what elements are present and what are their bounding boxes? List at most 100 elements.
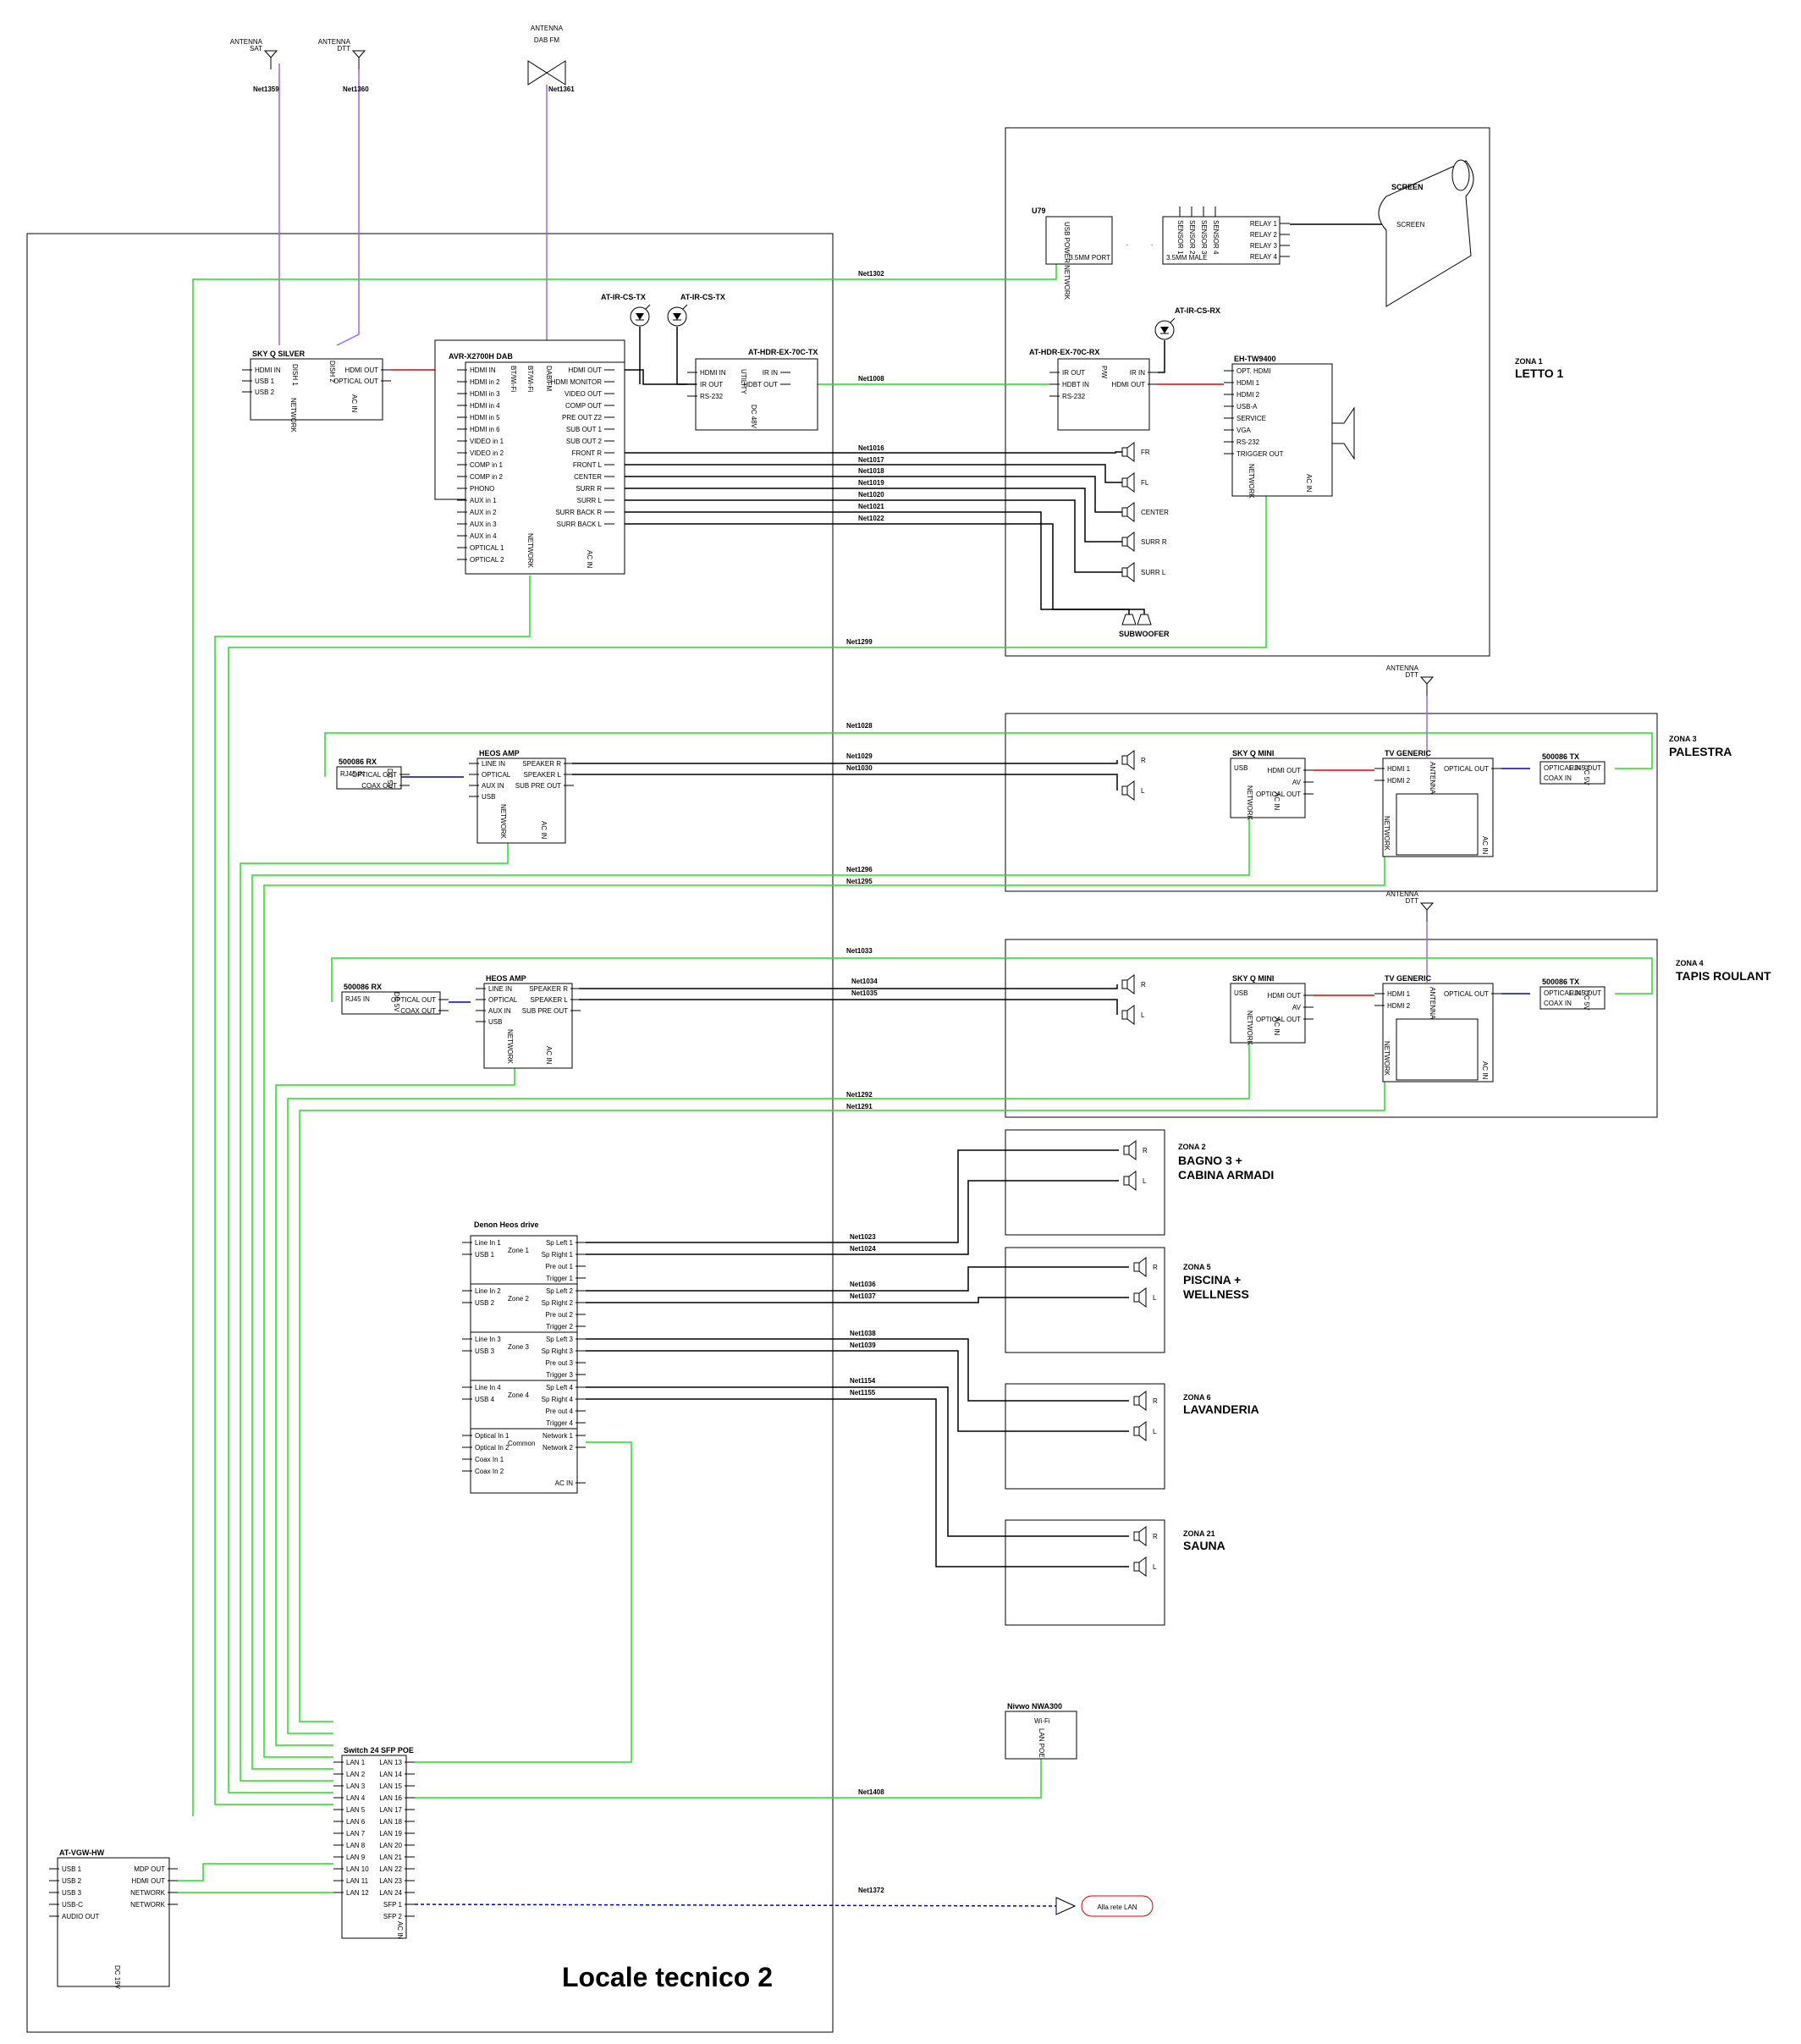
- speaker-small-6-icon: [1133, 1531, 1140, 1541]
- tv3-network: NETWORK: [1383, 816, 1391, 851]
- wire-net1033: [331, 957, 1653, 1002]
- speaker-small-4-icon: [1133, 1396, 1140, 1406]
- tx3-optin: OPTICAL IN: [1544, 764, 1581, 772]
- antenna-sat-icon: [263, 50, 278, 58]
- speaker-z1-0-icon-label: FR: [1141, 449, 1150, 456]
- switch-acin: AC IN: [396, 1921, 404, 1940]
- speaker-small-4-icon-cone: [1138, 1391, 1147, 1411]
- speaker-z1-3-icon-label: SURR R: [1141, 538, 1167, 546]
- avr-right-pin-label: SURR BACK R: [555, 509, 602, 516]
- relay-right-pin-label: RELAY 2: [1250, 231, 1278, 239]
- speaker-z4-l-icon: [1121, 1010, 1128, 1020]
- switch-left-pin-label: LAN 11: [346, 1877, 369, 1885]
- wire-heos4-net: [275, 1068, 515, 1746]
- speaker-z1-2-icon-label: CENTER: [1141, 509, 1169, 516]
- zone-2-name-line1: BAGNO 3 +: [1178, 1154, 1242, 1167]
- speaker-z4-l-icon-cone: [1126, 1005, 1135, 1025]
- switch-left-pin-label: LAN 2: [346, 1771, 366, 1778]
- wire-net1030: [572, 774, 1118, 791]
- wire-net1029: [572, 760, 1118, 764]
- heosdrive-right-1-pin-label: Sp Right 2: [542, 1299, 574, 1307]
- heosdrive-right-0-pin-label: Sp Right 1: [542, 1251, 574, 1259]
- wire-net1034: [579, 984, 1118, 989]
- speaker-small-2-icon-cone: [1138, 1257, 1147, 1277]
- hdr-tx: [695, 358, 818, 431]
- speaker-small-3-icon: [1133, 1292, 1140, 1303]
- heos-drive-group-3: [470, 1380, 578, 1430]
- speaker-small-6-icon-cone: [1138, 1526, 1147, 1546]
- vgw-right-pin-label: HDMI OUT: [131, 1877, 165, 1885]
- rx3-right-pin-label: OPTICAL OUT: [352, 771, 397, 779]
- proj-left-pin-label: SERVICE: [1236, 415, 1266, 422]
- lan-ext-box: [1081, 1895, 1154, 1917]
- switch-right-pin-label: LAN 17: [379, 1806, 402, 1814]
- net-1033: Net1033: [846, 947, 873, 955]
- antenna-dtt-icon-label: ANTENNA: [318, 38, 351, 46]
- avr-right-pin-label: SURR R: [576, 485, 602, 493]
- proj-left-pin-label: OPT. HDMI: [1236, 367, 1270, 375]
- heos-drive-title: Denon Heos drive: [474, 1220, 539, 1229]
- avr-left-pin-label: COMP in 1: [470, 461, 504, 469]
- avr-bt1: BT/Wi-Fi: [509, 366, 517, 392]
- wire-net1023: [586, 1149, 1119, 1243]
- hdrrx-right-pin-label: IR IN: [1130, 369, 1145, 377]
- hdrtx-right-pin-label: IR IN: [763, 369, 778, 377]
- heosdrive-left-0-pin-label: Line In 1: [475, 1239, 501, 1247]
- wire-net1408: [415, 1759, 1042, 1799]
- relay-right-pin-label: RELAY 1: [1250, 220, 1278, 228]
- heosdrive-right-1-pin-label: Trigger 2: [546, 1323, 573, 1331]
- heosdrive-left-3-pin-label: USB 4: [475, 1396, 495, 1403]
- zone-1-id: ZONA 1: [1515, 357, 1543, 366]
- wire-net1028: [324, 732, 1653, 777]
- speaker-z1-1-icon: [1121, 477, 1128, 488]
- zone-1-name: LETTO 1: [1515, 366, 1564, 380]
- heos-drive-group-0: [470, 1235, 578, 1285]
- avr-right-pin-label: PRE OUT Z2: [562, 414, 603, 421]
- hdrtx-left-pin-label: HDMI IN: [700, 369, 726, 377]
- hdr-rx: [1057, 358, 1150, 431]
- net-1038: Net1038: [850, 1330, 876, 1337]
- net-1408: Net1408: [858, 1788, 884, 1796]
- tx4-rj45: RJ45 OUT: [1569, 989, 1601, 997]
- vgw-left-pin-label: AUDIO OUT: [62, 1913, 100, 1920]
- heosdrive-right-2-pin-label: Sp Right 3: [542, 1347, 574, 1355]
- switch-box-title: Switch 24 SFP POE: [344, 1746, 414, 1755]
- switch-left-pin-label: LAN 5: [346, 1806, 366, 1814]
- speaker-z3-r-icon-label: R: [1141, 757, 1146, 764]
- avr-left-pin-label: HDMI in 2: [470, 378, 500, 386]
- speaker-small-0-icon: [1123, 1145, 1130, 1155]
- tx3-rj45: RJ45 OUT: [1569, 764, 1601, 772]
- wire-net1024: [586, 1180, 1119, 1255]
- heos4-right-pin-label: SPEAKER L: [531, 996, 569, 1004]
- wire-sub-6: [614, 523, 1145, 614]
- relay-box: [1162, 216, 1281, 265]
- switch-left-pin-label: LAN 12: [346, 1889, 369, 1897]
- relay-right-pin-label: RELAY 3: [1250, 242, 1278, 250]
- avr-right-pin-label: HDMI MONITOR: [551, 378, 603, 386]
- heos4-right-pin-label: SPEAKER R: [529, 985, 568, 993]
- avr-left-pin-label: AUX in 4: [470, 532, 497, 540]
- avr-left-pin-label: OPTICAL 2: [470, 556, 504, 564]
- heos4-left-pin-label: AUX IN: [488, 1007, 511, 1015]
- speaker-z1-0-icon-cone: [1126, 442, 1135, 462]
- sky-q-mini-zone4-title: SKY Q MINI: [1232, 974, 1274, 983]
- hdrrx-left-pin-label: HDBT IN: [1062, 381, 1089, 388]
- skymini4-right-pin-label: HDMI OUT: [1267, 992, 1301, 1000]
- tv3-left-pin-label: HDMI 2: [1387, 777, 1411, 785]
- avr-main: [465, 361, 625, 575]
- speaker-z4-r-icon-label: R: [1141, 981, 1146, 989]
- wire-spk-4: [614, 499, 1122, 573]
- hdrtx-dc: DC 48V: [750, 405, 757, 429]
- skymini3-network: NETWORK: [1246, 785, 1253, 821]
- speaker-z1-1-icon-cone: [1126, 472, 1135, 493]
- net-1024: Net1024: [850, 1245, 876, 1253]
- zone-2-frame: [1005, 1129, 1165, 1236]
- rx4-dc: DC 5V: [393, 992, 400, 1012]
- zone-6-frame: [1005, 1383, 1165, 1490]
- speaker-small-0-icon-label: R: [1143, 1147, 1148, 1154]
- zone-2-name-line2: CABINA ARMADI: [1178, 1168, 1274, 1182]
- wire-net1295: [263, 857, 1385, 1758]
- avr-right-pin-label: SUB OUT 1: [566, 426, 603, 433]
- zone-4-name: TAPIS ROULANT: [1676, 969, 1771, 983]
- avr-left-pin-label: HDMI in 3: [470, 390, 500, 398]
